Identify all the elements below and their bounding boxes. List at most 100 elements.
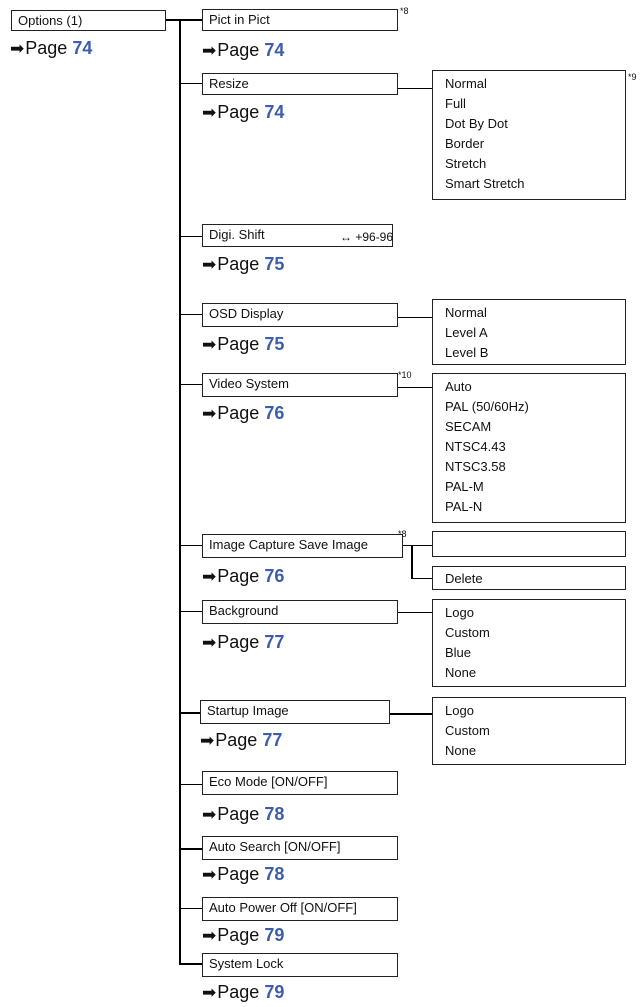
- menu-item-resize: Resize: [202, 73, 398, 95]
- option-item: SECAM: [445, 419, 492, 434]
- option-item: Level A: [445, 325, 488, 340]
- option-item: PAL-M: [445, 479, 484, 494]
- page-prefix: Page: [217, 254, 260, 274]
- branch-connector: [181, 545, 202, 546]
- page-ref-digi-shift: ➡Page 75: [202, 254, 284, 275]
- menu-item-pict-in-pict: Pict in Pict: [202, 9, 398, 31]
- arrow-icon: ➡: [202, 983, 217, 1002]
- page-ref-image-capture: ➡Page 76: [202, 566, 284, 587]
- menu-item-video-system: Video System: [202, 373, 398, 397]
- branch-connector: [181, 848, 202, 850]
- menu-item-label: Auto Search [ON/OFF]: [209, 839, 341, 854]
- page-prefix: Page: [217, 40, 260, 60]
- option-item: Custom: [445, 723, 490, 738]
- page-ref-system-lock: ➡Page 79: [202, 982, 284, 1003]
- option-item: Auto: [445, 379, 472, 394]
- menu-item-label: Digi. Shift: [209, 227, 265, 242]
- page-number: 76: [264, 403, 285, 423]
- page-prefix: Page: [217, 925, 260, 945]
- option-connector: [389, 713, 432, 715]
- menu-item-label: Eco Mode [ON/OFF]: [209, 774, 328, 789]
- arrow-icon: ➡: [202, 865, 217, 884]
- option-item: None: [445, 743, 477, 758]
- root-menu-label: Options (1): [18, 13, 83, 28]
- footnote-mark: *9: [628, 72, 637, 82]
- page-prefix: Page: [217, 403, 260, 423]
- page-number: 79: [264, 925, 285, 945]
- option-connector: [402, 545, 432, 546]
- option-item: Dot By Dot: [445, 116, 508, 131]
- page-number: 77: [262, 730, 283, 750]
- page-number: 76: [264, 566, 285, 586]
- option-connector: [411, 545, 413, 579]
- page-number: 78: [264, 864, 285, 884]
- menu-item-label: Image Capture Save Image: [209, 537, 368, 552]
- arrow-icon: ➡: [202, 404, 217, 423]
- menu-item-startup-image: Startup Image: [200, 700, 390, 724]
- page-number: 75: [264, 254, 285, 274]
- branch-connector: [181, 908, 202, 909]
- page-number: 79: [264, 982, 285, 1002]
- page-ref-video-system: ➡Page 76: [202, 403, 284, 424]
- option-item: NTSC3.58: [445, 459, 506, 474]
- option-list-background: Logo Custom Blue None: [432, 599, 626, 687]
- menu-item-auto-power-off: Auto Power Off [ON/OFF]: [202, 897, 398, 921]
- menu-item-system-lock: System Lock: [202, 953, 398, 977]
- footnote-mark: *8: [400, 6, 409, 16]
- page-prefix: Page: [217, 334, 260, 354]
- branch-connector: [181, 384, 202, 385]
- page-number: 77: [264, 632, 285, 652]
- menu-item-label: Startup Image: [207, 703, 289, 718]
- option-connector: [397, 612, 432, 613]
- page-prefix: Page: [217, 982, 260, 1002]
- option-connector: [397, 88, 432, 89]
- branch-connector: [181, 784, 202, 785]
- shift-range: ↔ +96-96: [340, 230, 394, 244]
- page-number: 74: [264, 40, 285, 60]
- option-list-video-system: Auto PAL (50/60Hz) SECAM NTSC4.43 NTSC3.…: [432, 373, 626, 523]
- branch-connector: [181, 236, 202, 237]
- menu-item-label: OSD Display: [209, 306, 284, 321]
- root-menu-box: Options (1): [11, 10, 166, 31]
- menu-item-label: Pict in Pict: [209, 12, 270, 27]
- page-number: 74: [72, 38, 93, 58]
- option-item: Custom: [445, 625, 490, 640]
- page-ref-osd-display: ➡Page 75: [202, 334, 284, 355]
- branch-connector: [181, 83, 202, 84]
- page-ref-auto-search: ➡Page 78: [202, 864, 284, 885]
- option-item: Level B: [445, 345, 489, 360]
- footnote-mark: *10: [398, 370, 412, 380]
- page-ref-resize: ➡Page 74: [202, 102, 284, 123]
- branch-connector: [181, 963, 202, 965]
- option-item: PAL (50/60Hz): [445, 399, 529, 414]
- arrow-icon: ➡: [10, 39, 25, 58]
- arrow-icon: ➡: [202, 255, 217, 274]
- menu-item-eco-mode: Eco Mode [ON/OFF]: [202, 771, 398, 795]
- page-prefix: Page: [217, 864, 260, 884]
- page-ref-startup-image: ➡Page 77: [200, 730, 282, 751]
- menu-item-label: Auto Power Off [ON/OFF]: [209, 900, 357, 915]
- page-prefix: Page: [25, 38, 68, 58]
- root-page-ref: ➡Page 74: [10, 38, 92, 59]
- arrow-icon: ➡: [202, 805, 217, 824]
- branch-connector: [181, 611, 202, 612]
- option-box-save: [432, 531, 626, 557]
- option-list-osd-display: Normal Level A Level B: [432, 299, 626, 365]
- option-item: Blue: [445, 645, 472, 660]
- option-item: Normal: [445, 76, 487, 91]
- page-ref-eco-mode: ➡Page 78: [202, 804, 284, 825]
- arrow-icon: ➡: [200, 731, 215, 750]
- option-item: None: [445, 665, 477, 680]
- page-prefix: Page: [215, 730, 258, 750]
- option-item: Stretch: [445, 156, 487, 171]
- option-box-delete: Delete: [432, 566, 626, 590]
- page-ref-pict-in-pict: ➡Page 74: [202, 40, 284, 61]
- menu-item-label: Video System: [209, 376, 289, 391]
- arrow-icon: ➡: [202, 567, 217, 586]
- arrow-icon: ➡: [202, 41, 217, 60]
- option-item: Smart Stretch: [445, 176, 525, 191]
- page-number: 75: [264, 334, 285, 354]
- page-ref-auto-power-off: ➡Page 79: [202, 925, 284, 946]
- branch-connector: [181, 19, 202, 20]
- menu-item-label: Resize: [209, 76, 249, 91]
